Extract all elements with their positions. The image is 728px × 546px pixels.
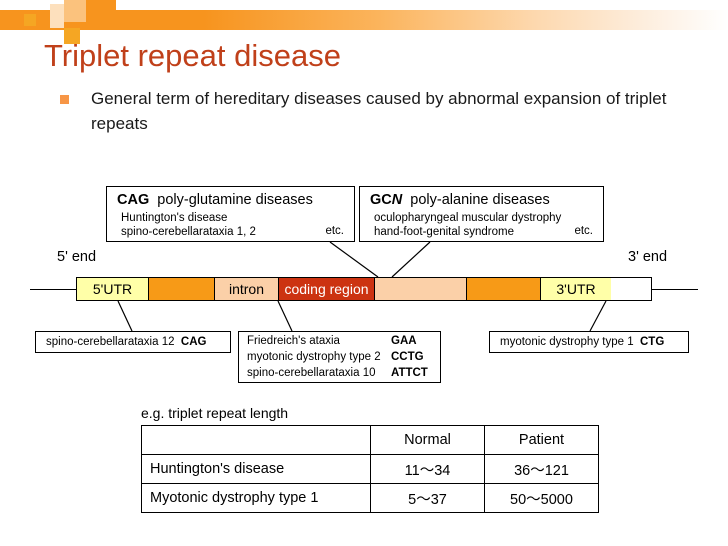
table-cell-normal: 5～37 <box>370 483 485 513</box>
gcn-disease-2: hand-foot-genital syndrome <box>374 226 514 238</box>
ann-left-repeat: CAG <box>180 336 207 348</box>
gene-segment-exon-5 <box>467 278 541 300</box>
cag-code-label: CAG <box>117 192 150 208</box>
gcn-disease-1: oculopharyngeal muscular dystrophy <box>374 212 562 224</box>
gene-segment-codingregion: coding region <box>279 278 375 300</box>
cag-polyglutamine-box: CAG poly-glutamine diseases Huntington's… <box>106 186 355 242</box>
ann-left-name: spino-cerebellarataxia 12 <box>46 336 175 348</box>
page-title: Triplet repeat disease <box>44 38 341 73</box>
gcn-polyalanine-box: GCN poly-alanine diseases oculopharyngea… <box>359 186 604 242</box>
bullet-marker-icon <box>60 95 69 104</box>
deco-square-1 <box>24 14 36 26</box>
gcn-code-label: GCN <box>370 192 403 208</box>
cag-disease-2: spino-cerebellarataxia 1, 2 <box>121 226 256 238</box>
ann-mid-repeat-2: CCTG <box>391 351 424 363</box>
table-cell-disease: Huntington's disease <box>141 454 371 484</box>
bullet-text: General term of hereditary diseases caus… <box>91 89 667 133</box>
table-cell-disease: Myotonic dystrophy type 1 <box>141 483 371 513</box>
deco-square-4 <box>64 28 80 44</box>
table-header-patient: Patient <box>484 425 599 455</box>
table-cell-patient: 36～121 <box>484 454 599 484</box>
orange-gradient-band <box>0 10 728 30</box>
ann-mid-repeat-1: GAA <box>391 335 417 347</box>
five-prime-end-label: 5' end <box>57 249 97 265</box>
table-header-normal: Normal <box>370 425 485 455</box>
ann-mid-repeat-3: ATTCT <box>391 367 428 379</box>
ann-right-name: myotonic dystrophy type 1 <box>500 336 634 348</box>
table-header-row: Normal Patient <box>141 425 599 455</box>
gene-segment-5utr: 5'UTR <box>77 278 149 300</box>
deco-square-3 <box>64 0 86 22</box>
annotation-box-right: myotonic dystrophy type 1 CTG <box>489 331 689 353</box>
ann-right-repeat: CTG <box>639 336 665 348</box>
table-row: Huntington's disease 11～34 36～121 <box>141 454 599 484</box>
cag-etc-label: etc. <box>325 225 344 237</box>
ann-mid-name-1: Friedreich's ataxia <box>247 335 340 347</box>
table-header-blank <box>141 425 371 455</box>
gene-segment-intron: intron <box>215 278 279 300</box>
bullet-list: General term of hereditary diseases caus… <box>60 86 680 136</box>
table-caption: e.g. triplet repeat length <box>141 405 289 421</box>
cag-heading: poly-glutamine diseases <box>157 192 313 208</box>
gcn-heading: poly-alanine diseases <box>410 192 550 208</box>
ann-mid-name-2: myotonic dystrophy type 2 <box>247 351 381 363</box>
gene-segment-exon-1 <box>149 278 215 300</box>
three-prime-lead-line <box>651 289 698 290</box>
table-cell-normal: 11～34 <box>370 454 485 484</box>
repeat-length-table: Normal Patient Huntington's disease 11～3… <box>141 425 599 513</box>
annotation-box-middle: Friedreich's ataxia myotonic dystrophy t… <box>238 331 441 383</box>
three-prime-end-label: 3' end <box>628 249 668 265</box>
gene-segment-exon-4 <box>375 278 467 300</box>
deco-square-2 <box>50 4 64 28</box>
gene-segment-3utr: 3'UTR <box>541 278 611 300</box>
five-prime-lead-line <box>30 289 77 290</box>
annotation-box-left: spino-cerebellarataxia 12 CAG <box>35 331 231 353</box>
table-row: Myotonic dystrophy type 1 5～37 50～5000 <box>141 483 599 513</box>
gcn-etc-label: etc. <box>574 225 593 237</box>
table-cell-patient: 50～5000 <box>484 483 599 513</box>
cag-disease-1: Huntington's disease <box>121 212 228 224</box>
ann-mid-name-3: spino-cerebellarataxia 10 <box>247 367 376 379</box>
decorative-header-band <box>0 0 728 46</box>
deco-square-5 <box>86 0 116 30</box>
